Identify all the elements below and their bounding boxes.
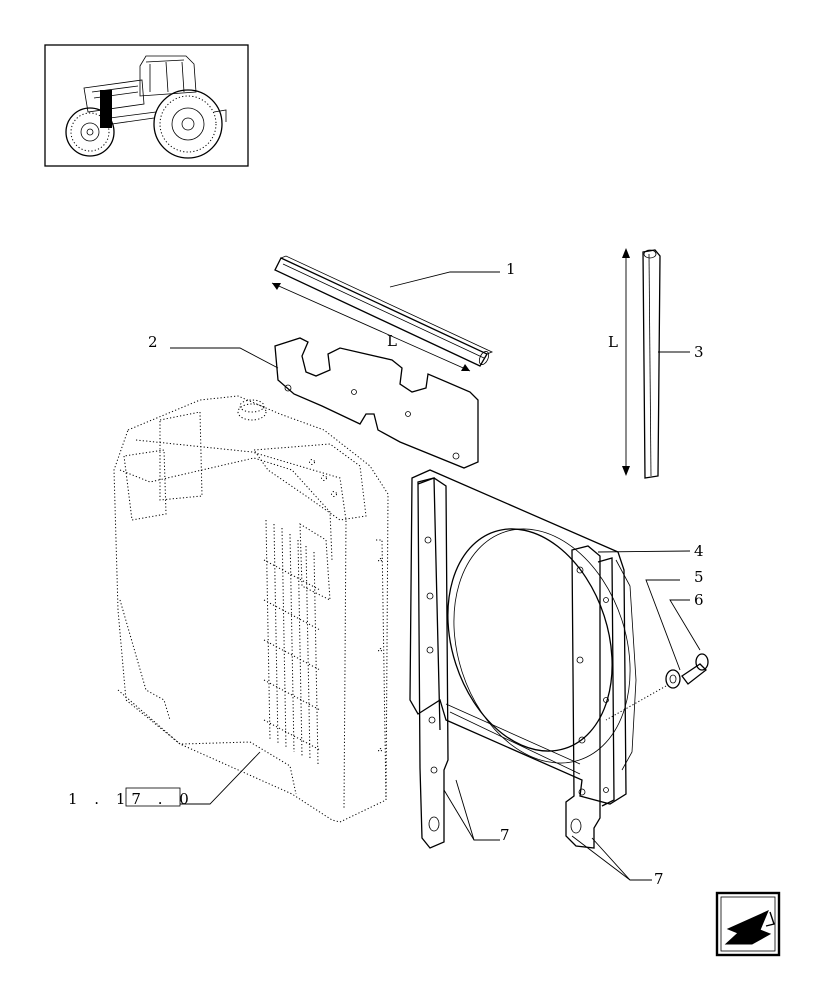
bolt xyxy=(605,653,709,721)
dimension-label-side: L xyxy=(608,333,618,351)
callout-6: 6 xyxy=(694,591,704,609)
gasket-plate xyxy=(274,337,479,469)
dimension-label-top: L xyxy=(387,332,397,350)
callout-2: 2 xyxy=(148,333,158,351)
callout-3: 3 xyxy=(694,343,704,361)
radiator-phantom xyxy=(113,395,389,823)
reference-callout[interactable]: 1 . 17 . 0 xyxy=(68,787,195,808)
mounting-bracket-left xyxy=(417,477,449,849)
callout-4: 4 xyxy=(694,542,704,560)
tractor-icon xyxy=(65,55,227,159)
washer xyxy=(665,669,681,689)
callout-1: 1 xyxy=(506,260,516,278)
leader-lines xyxy=(170,271,701,881)
seal-strip-top xyxy=(271,255,494,372)
callout-7-left: 7 xyxy=(500,826,510,844)
callout-5: 5 xyxy=(694,568,704,586)
reference-text: 1 . 17 . 0 xyxy=(68,790,195,808)
seal-strip-side xyxy=(622,248,661,479)
callout-7-right: 7 xyxy=(654,870,664,888)
tractor-thumbnail xyxy=(44,44,249,167)
next-page-arrow-icon[interactable] xyxy=(715,891,781,957)
mounting-bracket-right xyxy=(565,545,615,849)
